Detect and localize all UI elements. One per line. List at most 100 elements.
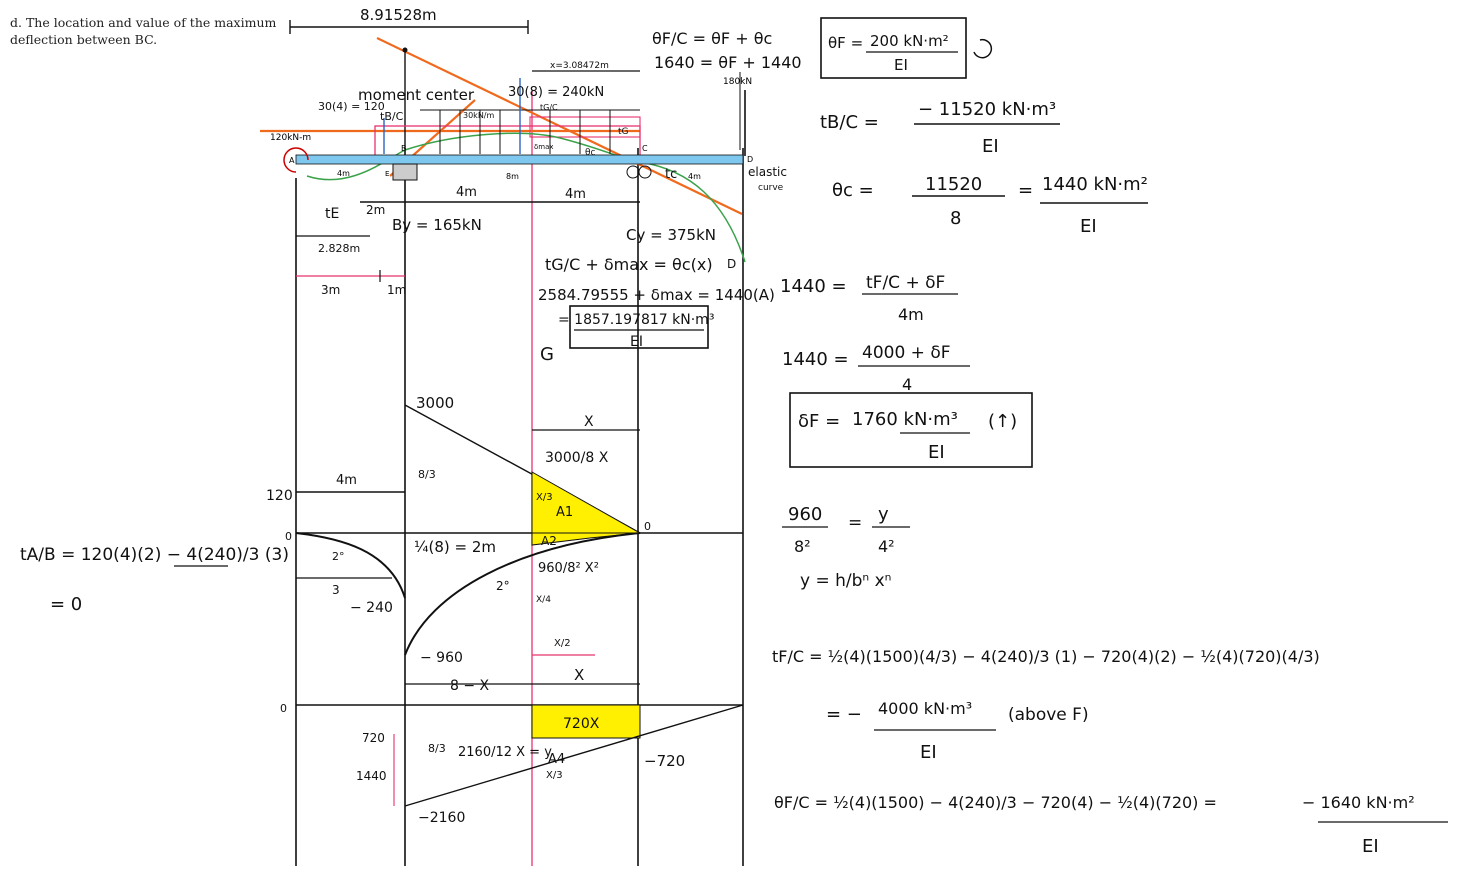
frac-3000: 3000/8 X [545, 450, 609, 466]
point-E: E [385, 170, 389, 178]
udl-arrows [420, 109, 640, 154]
thetac-lhs: θc = [832, 180, 874, 201]
x2: X/2 [554, 638, 571, 649]
thetac-small: θc [585, 148, 596, 158]
r1440b-num: 4000 + δF [862, 343, 951, 363]
tfc-den: EI [920, 742, 937, 763]
span-bc: 8m [506, 172, 519, 181]
zero-3: 0 [280, 702, 287, 715]
cy-reaction: Cy = 375kN [626, 226, 716, 244]
beam [295, 154, 744, 165]
tab-line2: = 0 [50, 594, 82, 615]
span-ab: 4m [337, 169, 350, 178]
ratio-num2: y [878, 504, 889, 525]
question-text: d. The location and value of the maximum… [10, 15, 277, 47]
span-2m: 2m [366, 203, 385, 217]
n1440: 1440 [356, 769, 387, 783]
span-cd: 4m [688, 172, 701, 181]
thetafc-num: − 1640 kN·m² [1302, 793, 1415, 812]
support-C [626, 165, 652, 179]
tbc-small: tB/C [380, 110, 404, 123]
curve-label: curve [758, 183, 784, 193]
moment-center-label: moment center [358, 86, 475, 104]
d-right-label: D [727, 257, 736, 271]
x-lower: X [574, 666, 584, 684]
label-A1: A1 [556, 505, 573, 520]
ccw-arrow-icon [973, 38, 993, 59]
top-dimension: 8.91528m x=3.08472m [289, 6, 640, 72]
r1440a-den: 4m [898, 305, 924, 324]
tbc-lhs: tB/C = [820, 112, 879, 133]
m120: 120 [266, 488, 293, 504]
point-load-label: 180kN [723, 77, 752, 87]
thetac-den2: EI [1080, 216, 1097, 237]
ratio-eq: = [848, 513, 862, 533]
tc-label: tc [665, 167, 677, 182]
eq-top-1: θF/C = θF + θc [652, 29, 772, 48]
ratio-num1: 960 [788, 504, 822, 525]
x3-a: X/3 [536, 492, 553, 503]
deg2-a: 2° [332, 550, 345, 563]
r1440a-num: tF/C + δF [866, 273, 945, 293]
x-dim-label: x=3.08472m [550, 61, 609, 71]
deltaf-lhs: δF = [798, 411, 840, 432]
g-label: G [540, 344, 554, 365]
area-A2 [531, 532, 641, 546]
eq-mid-2: 2584.79555 + δmax = 1440(A) [538, 286, 775, 304]
span-4m-b: 4m [565, 187, 586, 202]
d3: 3 [332, 583, 340, 597]
eq-mid-1: tG/C + δmax = θc(x) [545, 255, 713, 274]
thetac-den: 8 [950, 208, 961, 229]
tfc-l2b: (above F) [1008, 705, 1089, 725]
moment-label: 120kN-m [270, 133, 311, 143]
m4m: 4m [336, 473, 357, 488]
parabola-neg-960 [404, 532, 641, 656]
te-label: tE [325, 206, 339, 222]
zero-1: 0 [285, 530, 292, 543]
tg-label: tG [618, 127, 629, 137]
x-top: X [584, 414, 594, 430]
r1440b-lhs: 1440 = [782, 349, 849, 370]
eq-mid-3b: EI [630, 334, 643, 350]
area-A4-rect [531, 704, 641, 739]
theta-f-box [820, 17, 967, 79]
udl-label: 30kN/m [463, 111, 494, 120]
dim-3m: 3m [321, 283, 340, 297]
n960: − 960 [420, 650, 463, 666]
span-4m-a: 4m [456, 185, 477, 200]
deltaf-dir: (↑) [988, 411, 1017, 432]
n240: − 240 [350, 600, 393, 616]
by-reaction: By = 165kN [392, 216, 482, 234]
x4: X/4 [536, 595, 551, 605]
ratio-gen: y = h/bⁿ xⁿ [800, 571, 891, 591]
label-A2: A2 [541, 534, 557, 548]
point-D: D [747, 155, 753, 164]
deltaf-den: EI [928, 442, 945, 463]
thetac-num: 11520 [925, 174, 982, 195]
point-A: A [289, 156, 295, 165]
thetafc-line1: θF/C = ½(4)(1500) − 4(240)/3 − 720(4) − … [774, 793, 1217, 812]
theta-f-num: 200 kN·m² [870, 32, 949, 50]
thetac-eq: = [1018, 180, 1033, 201]
eq-top-2: 1640 = θF + 1440 [654, 53, 802, 72]
right-force-label: 30(8) = 240kN [508, 85, 604, 100]
deg2-b: 2° [496, 579, 510, 593]
b83b: 8/3 [428, 742, 446, 755]
eq-mid-3: = 1857.197817 kN·m³ [558, 312, 714, 328]
zero-2: 0 [644, 520, 651, 533]
n720b: −720 [644, 752, 685, 770]
left-force-label: 30(4) = 120 [318, 100, 385, 113]
applied-moment-arc [283, 147, 309, 173]
tbc-den: EI [982, 136, 999, 157]
dim-2828: 2.828m [318, 242, 360, 255]
r1440b-den: 4 [902, 375, 912, 394]
top-dim-label: 8.91528m [360, 6, 437, 24]
tgc-small: tG/C [540, 103, 558, 112]
support-B [392, 163, 418, 181]
theta-f-den: EI [894, 56, 908, 74]
point-C: C [642, 144, 648, 153]
tfc-l2a: = − [826, 704, 862, 725]
elastic-label: elastic [748, 165, 787, 179]
r1440a-lhs: 1440 = [780, 276, 847, 297]
